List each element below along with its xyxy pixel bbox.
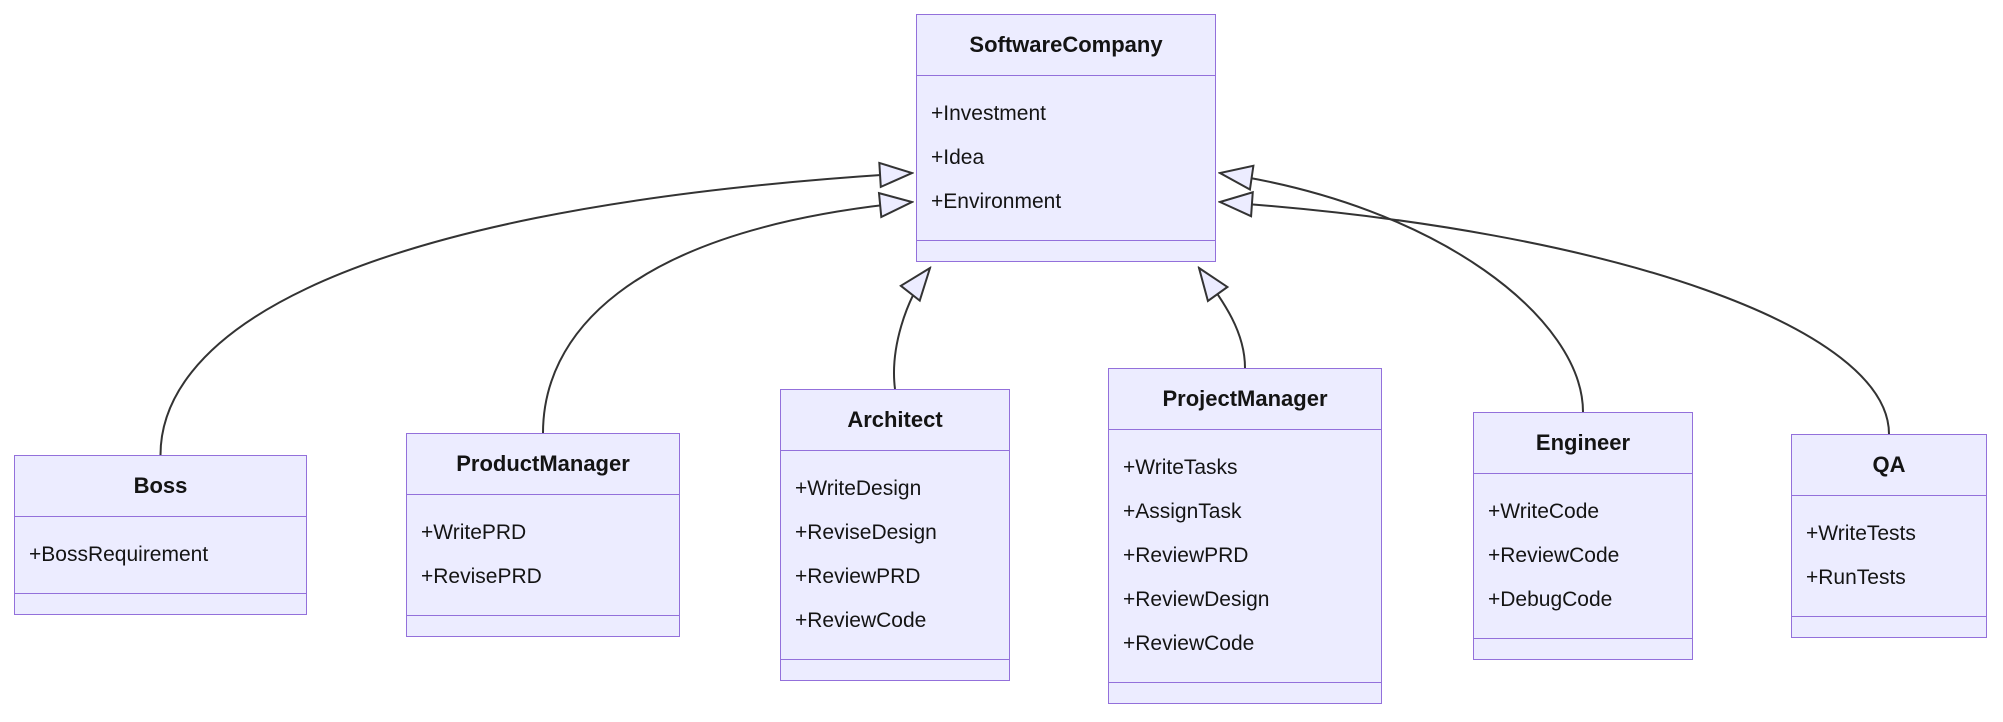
class-member: +WriteTasks: [1123, 456, 1238, 479]
class-box-architect: Architect +WriteDesign +ReviseDesign +Re…: [780, 389, 1010, 681]
class-members-section: +WriteTests +RunTests: [1792, 496, 1986, 617]
class-title: Engineer: [1474, 413, 1692, 474]
class-methods-section-empty: [1792, 617, 1986, 637]
class-members-section: +WriteTasks +AssignTask +ReviewPRD +Revi…: [1109, 430, 1381, 683]
class-box-qa: QA +WriteTests +RunTests: [1791, 434, 1987, 638]
class-member: +DebugCode: [1488, 588, 1613, 611]
class-box-projectmanager: ProjectManager +WriteTasks +AssignTask +…: [1108, 368, 1382, 704]
class-title: Boss: [15, 456, 306, 517]
class-member: +Investment: [931, 102, 1046, 125]
class-members-section: +WriteDesign +ReviseDesign +ReviewPRD +R…: [781, 451, 1009, 660]
class-member: +ReviewPRD: [795, 565, 921, 588]
class-member: +WritePRD: [421, 521, 527, 544]
class-title: ProjectManager: [1109, 369, 1381, 430]
class-box-engineer: Engineer +WriteCode +ReviewCode +DebugCo…: [1473, 412, 1693, 660]
class-box-boss: Boss +BossRequirement: [14, 455, 307, 615]
class-member: +ReviewCode: [1488, 544, 1620, 567]
class-member: +WriteCode: [1488, 500, 1600, 523]
class-member: +WriteDesign: [795, 477, 922, 500]
class-member: +ReviewPRD: [1123, 544, 1249, 567]
class-title: SoftwareCompany: [917, 15, 1215, 76]
class-methods-section-empty: [15, 594, 306, 614]
class-box-softwarecompany: SoftwareCompany +Investment +Idea +Envir…: [916, 14, 1216, 262]
class-member: +ReviseDesign: [795, 521, 937, 544]
class-member: +AssignTask: [1123, 500, 1242, 523]
class-methods-section-empty: [1474, 639, 1692, 659]
class-member: +RevisePRD: [421, 565, 542, 588]
class-methods-section-empty: [781, 660, 1009, 680]
class-members-section: +BossRequirement: [15, 517, 306, 594]
class-methods-section-empty: [407, 616, 679, 636]
edge-projectmanager-to-softwarecompany: [1199, 268, 1246, 369]
class-title: Architect: [781, 390, 1009, 451]
class-members-section: +WritePRD +RevisePRD: [407, 495, 679, 616]
class-title: QA: [1792, 435, 1986, 496]
class-member: +BossRequirement: [29, 543, 209, 566]
class-member: +Idea: [931, 146, 985, 169]
class-methods-section-empty: [917, 241, 1215, 261]
class-member: +RunTests: [1806, 566, 1906, 589]
class-member: +WriteTests: [1806, 522, 1916, 545]
class-members-section: +Investment +Idea +Environment: [917, 76, 1215, 241]
class-methods-section-empty: [1109, 683, 1381, 703]
class-member: +ReviewDesign: [1123, 588, 1270, 611]
class-title: ProductManager: [407, 434, 679, 495]
class-members-section: +WriteCode +ReviewCode +DebugCode: [1474, 474, 1692, 639]
class-member: +Environment: [931, 190, 1062, 213]
edge-architect-to-softwarecompany: [893, 268, 930, 390]
class-box-productmanager: ProductManager +WritePRD +RevisePRD: [406, 433, 680, 637]
class-member: +ReviewCode: [1123, 632, 1255, 655]
class-member: +ReviewCode: [795, 609, 927, 632]
